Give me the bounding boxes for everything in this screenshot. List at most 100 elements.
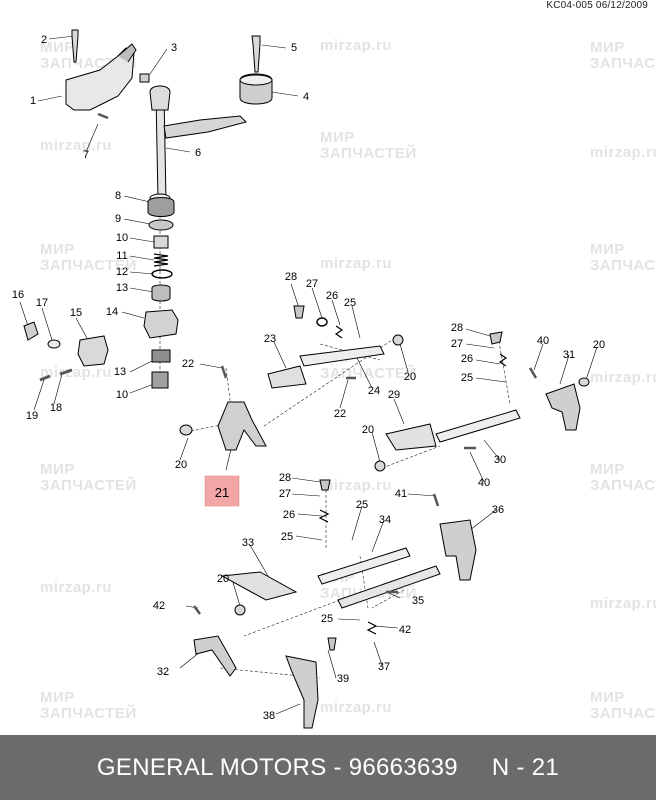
- leader-lines: [19, 35, 598, 715]
- callout-label: 27: [306, 278, 318, 290]
- callout-label: 16: [12, 289, 24, 301]
- bracket-part: [65, 47, 135, 111]
- callout-label: 13: [116, 282, 128, 294]
- callout-label: 15: [70, 307, 82, 319]
- callout-label: 29: [388, 389, 400, 401]
- bolt-part: [327, 637, 337, 651]
- nut-part: [139, 73, 150, 83]
- callout-label: 20: [593, 339, 605, 351]
- parts-illustration: [23, 29, 590, 729]
- lever-top: [149, 85, 171, 111]
- washer-part: [578, 377, 590, 387]
- callout-label: 38: [263, 710, 275, 722]
- callout-label: 14: [106, 306, 118, 318]
- bolt-part: [319, 479, 331, 491]
- shift-rail-part: [337, 565, 441, 609]
- bolt-part: [489, 331, 503, 345]
- position-number: N - 21: [491, 753, 560, 781]
- shift-lug-part: [220, 571, 298, 601]
- pin-part: [432, 493, 440, 507]
- shift-rail-part: [299, 345, 385, 367]
- callout-label: 17: [36, 297, 48, 309]
- lever-shaft-part: [155, 95, 167, 201]
- callout-label: 26: [461, 353, 473, 365]
- callout-label: 32: [157, 666, 169, 678]
- shift-rail-part: [317, 547, 411, 585]
- callout-label: 4: [303, 91, 309, 103]
- callout-label: 42: [399, 624, 411, 636]
- callout-label: 11: [116, 250, 127, 262]
- callout-label: 25: [461, 372, 473, 384]
- callout-label: 36: [492, 504, 504, 516]
- washer-part: [179, 424, 193, 436]
- watermark-site: mirzap.ru: [320, 699, 393, 716]
- pin-part: [97, 112, 109, 120]
- watermark-site: mirzap.ru: [320, 477, 393, 494]
- callout-label: 27: [279, 488, 291, 500]
- callout-label: 5: [291, 42, 297, 54]
- callout-label: 22: [182, 358, 194, 370]
- spring-part: [334, 325, 344, 339]
- callout-label: 20: [217, 573, 229, 585]
- callout-labels: 2 3 5 1 4 7 6 8 9 10 11 12 13 14 13 10 1…: [12, 34, 605, 722]
- callout-label: 6: [195, 147, 201, 159]
- callout-label: 12: [116, 266, 128, 278]
- bolt-part: [251, 35, 261, 73]
- shift-lug-part: [385, 423, 437, 451]
- callout-label: 25: [321, 613, 333, 625]
- part-info-footer: GENERAL MOTORS - 96663639 N - 21: [0, 735, 656, 800]
- detent-lever-part: [77, 335, 109, 367]
- callout-label: 31: [563, 349, 575, 361]
- watermark-site: mirzap.ru: [590, 369, 656, 386]
- callout-label: 40: [537, 335, 549, 347]
- callout-label: 39: [337, 673, 349, 685]
- callout-label: 26: [326, 290, 338, 302]
- diagram-reference-code: KC04-005 06/12/2009: [546, 0, 648, 11]
- bolt-part: [71, 29, 79, 63]
- callout-label: 26: [283, 509, 295, 521]
- bolt-part: [293, 305, 305, 319]
- watermark-site: mirzap.ru: [320, 255, 393, 272]
- callout-label: 13: [114, 366, 126, 378]
- callout-label: 23: [264, 333, 276, 345]
- callout-label: 8: [115, 190, 121, 202]
- washer-part: [234, 604, 246, 616]
- plug-part: [23, 321, 39, 341]
- callout-label: 3: [171, 42, 177, 54]
- clip-part: [151, 269, 173, 279]
- callout-label: 20: [175, 459, 187, 471]
- highlighted-part-label[interactable]: 21: [215, 485, 229, 500]
- part-number: GENERAL MOTORS - 96663639: [96, 753, 458, 781]
- sleeve-part: [153, 235, 169, 249]
- callout-label: 20: [404, 371, 416, 383]
- callout-label: 33: [242, 537, 254, 549]
- washer-part: [47, 339, 61, 349]
- alignment-lines: [159, 96, 511, 679]
- callout-label: 37: [378, 661, 390, 673]
- callout-label: 9: [115, 213, 121, 225]
- watermark-site: mirzap.ru: [40, 364, 113, 381]
- spring-part: [153, 253, 169, 267]
- washer-part: [374, 460, 386, 472]
- bushing-part: [147, 197, 175, 217]
- housing-part: [143, 309, 179, 339]
- highlighted-part-box[interactable]: [204, 475, 240, 507]
- callout-label: 22: [334, 408, 346, 420]
- callout-label: 42: [153, 600, 165, 612]
- bushing-part: [151, 349, 171, 363]
- pin-part: [59, 368, 73, 376]
- callout-label: 1: [30, 95, 36, 107]
- lever-arm-part: [163, 115, 247, 139]
- callout-label: 19: [26, 410, 38, 422]
- callout-label: 7: [83, 149, 89, 161]
- callout-label: 30: [494, 454, 506, 466]
- callout-label: 41: [395, 488, 407, 500]
- callout-label: 28: [285, 271, 297, 283]
- watermark-site: mirzap.ru: [40, 137, 113, 154]
